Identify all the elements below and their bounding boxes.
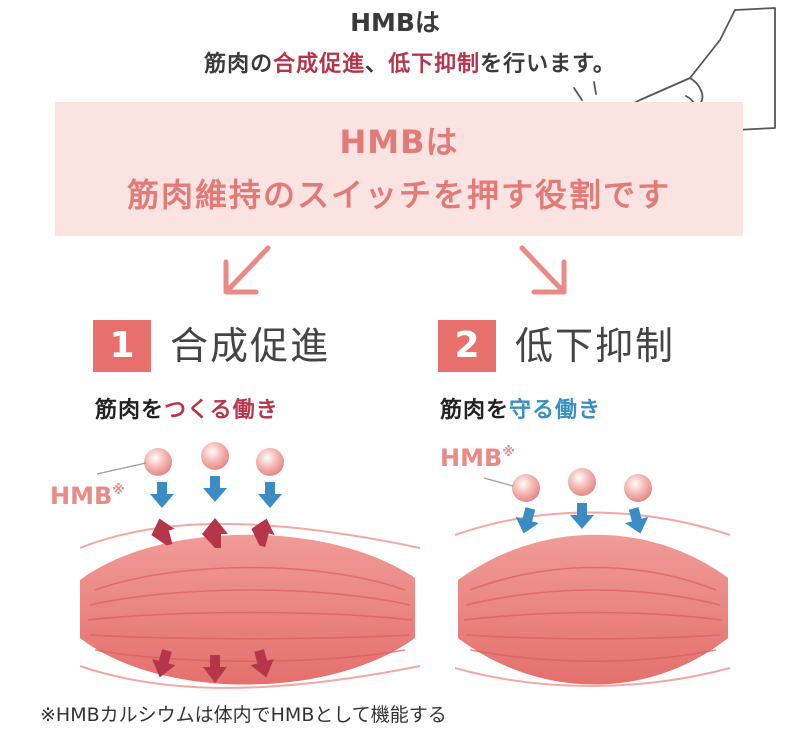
hmb-text: HMB xyxy=(50,482,113,510)
section-number-1: 1 xyxy=(93,320,151,372)
subtitle-accent-synthesis: 合成促進 xyxy=(273,52,366,77)
section-title-1: 合成促進 xyxy=(170,324,331,368)
hmb-pointer-line xyxy=(96,462,147,475)
subtitle-post: を行います。 xyxy=(480,52,616,77)
hmb-sphere-icon xyxy=(512,468,652,502)
hmb-sphere-icon xyxy=(144,442,284,476)
subtitle-pre: 筋肉の xyxy=(204,52,274,77)
hmb-mark: ※ xyxy=(112,483,125,498)
hmb-label-2: HMB※ xyxy=(440,444,515,472)
section-title-2: 低下抑制 xyxy=(515,324,676,368)
hmb-pointer-line xyxy=(483,477,514,487)
subtitle-accent-suppression: 低下抑制 xyxy=(388,52,481,77)
hmb-label-1: HMB※ xyxy=(50,482,125,510)
diagonal-arrow-icon xyxy=(223,245,271,295)
down-arrows xyxy=(515,503,649,534)
section-subtitle-1: 筋肉をつくる働き xyxy=(95,392,279,424)
down-arrows xyxy=(150,476,282,508)
top-title: HMBは xyxy=(350,8,440,37)
subtitle-accent: 守る働き xyxy=(509,398,602,423)
down-arrows-bottom xyxy=(152,649,274,683)
up-arrows xyxy=(151,518,275,548)
muscle-icon xyxy=(79,522,421,689)
section-subtitle-2: 筋肉を守る働き xyxy=(440,392,601,424)
section-number-2: 2 xyxy=(438,320,496,372)
hmb-text: HMB xyxy=(440,444,503,472)
hmb-mark: ※ xyxy=(502,445,515,460)
subtitle-pre: 筋肉を xyxy=(440,398,510,423)
top-subtitle: 筋肉の合成促進、低下抑制を行います。 xyxy=(110,46,710,78)
banner xyxy=(55,102,743,236)
diagonal-arrow-icon xyxy=(519,245,567,295)
subtitle-separator: 、 xyxy=(365,52,389,77)
banner-line2: 筋肉維持のスイッチを押す役割です xyxy=(126,176,671,214)
footnote: ※HMBカルシウムは体内でHMBとして機能する xyxy=(40,704,447,726)
subtitle-accent: つくる働き xyxy=(164,398,279,423)
banner-line1: HMBは xyxy=(339,123,459,161)
muscle-icon xyxy=(454,511,731,687)
subtitle-pre: 筋肉を xyxy=(95,398,165,423)
